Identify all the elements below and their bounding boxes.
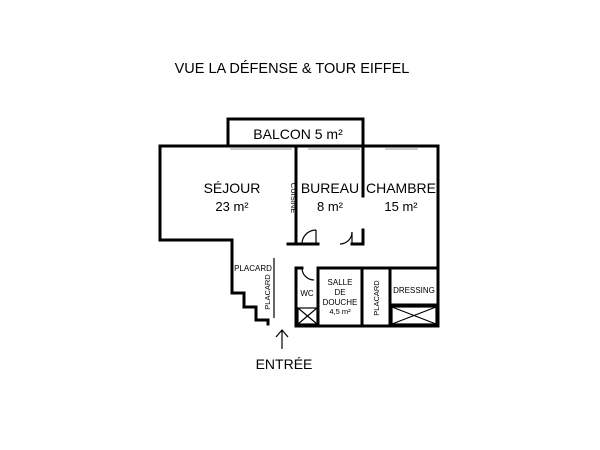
room-name-douche-line1: SALLE [328, 278, 353, 287]
room-label-wc: WC [300, 289, 314, 298]
plan-title: VUE LA DÉFENSE & TOUR EIFFEL [175, 60, 410, 77]
room-salle-de-douche: SALLE DE DOUCHE 4,5 m² [323, 278, 358, 316]
room-name-douche-line2: DE [334, 288, 345, 297]
exterior-walls [158, 144, 440, 328]
room-area-chambre: 15 m² [384, 199, 418, 214]
room-label-cuisine: CUISINE [289, 183, 298, 213]
room-label-placard-hall-vertical: PLACARD [263, 274, 272, 310]
room-area-sejour: 23 m² [215, 199, 249, 214]
room-name-chambre: CHAMBRE [366, 180, 436, 196]
room-name-douche-line3: DOUCHE [323, 298, 358, 307]
entrance-label: ENTRÉE [256, 356, 313, 372]
room-area-douche: 4,5 m² [329, 307, 351, 316]
room-label-placard-chambre: PLACARD [372, 280, 381, 316]
room-label-dressing: DRESSING [393, 286, 435, 295]
room-sejour: SÉJOUR 23 m² [204, 180, 261, 214]
room-area-bureau: 8 m² [317, 199, 344, 214]
up-arrow-icon [275, 329, 289, 349]
room-chambre: CHAMBRE 15 m² [366, 180, 436, 214]
room-name-bureau: BUREAU [301, 180, 359, 196]
room-label-placard-hall: PLACARD [234, 264, 272, 273]
interior-walls [273, 144, 440, 328]
doors [301, 229, 353, 281]
balcony-label: BALCON 5 m² [253, 126, 343, 142]
entrance: ENTRÉE [256, 329, 313, 372]
room-bureau: BUREAU 8 m² [301, 180, 359, 214]
room-name-sejour: SÉJOUR [204, 180, 261, 196]
fixtures [297, 306, 437, 325]
balcony: BALCON 5 m² [226, 117, 365, 148]
